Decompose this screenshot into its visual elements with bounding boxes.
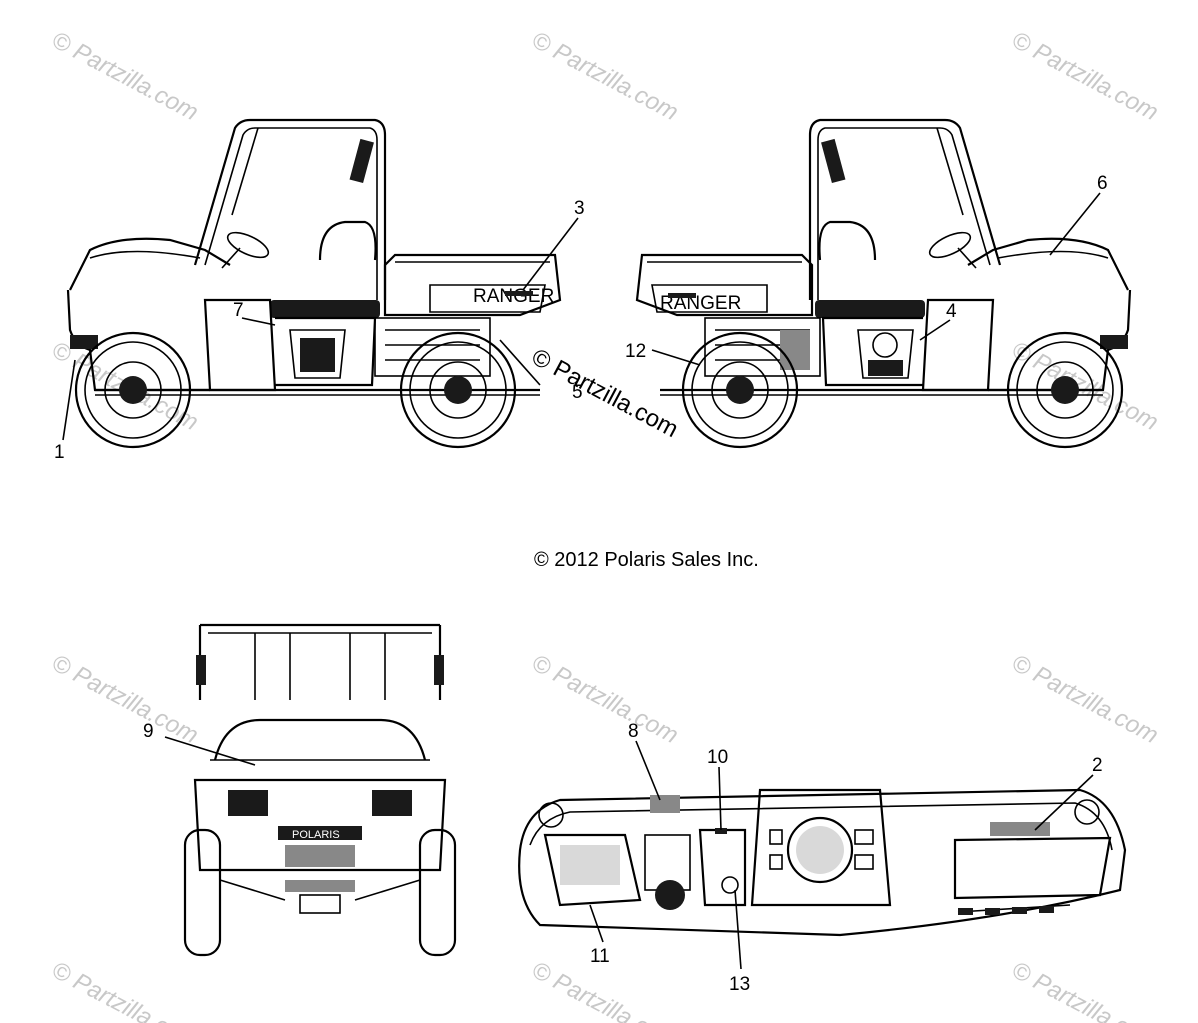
watermark: © Partzilla.com [47,956,202,1023]
callout-3: 3 [574,198,585,219]
watermark: © Partzilla.com [1007,336,1162,436]
watermark: © Partzilla.com [1007,26,1162,126]
watermark: © Partzilla.com [527,26,682,126]
vehicle-left-side-view: RANGER [66,118,562,449]
callout-11: 11 [590,946,610,967]
leader-lines [62,192,1101,970]
copyright-notice: © 2012 Polaris Sales Inc. [534,549,759,571]
callout-5: 5 [572,382,583,403]
callout-numbers: 1 2 3 4 5 6 7 8 9 10 11 12 13 [54,173,1108,995]
callout-4: 4 [946,301,957,322]
watermark: © Partzilla.com [47,649,202,749]
shock-spring [349,138,374,184]
callout-1: 1 [54,442,65,463]
callout-12: 12 [625,341,646,362]
dashboard-view [518,788,1127,937]
watermark: © Partzilla.com [1007,649,1162,749]
callout-13: 13 [729,974,750,995]
watermark: © Partzilla.com [1007,956,1162,1023]
watermark: © Partzilla.com [527,343,682,443]
ranger-decal-text: RANGER [660,293,741,314]
callout-10: 10 [707,747,728,768]
vehicle-right-side-view: RANGER [635,118,1132,449]
watermark: © Partzilla.com [47,26,202,126]
ranger-decal-text: RANGER [473,286,554,307]
watermark: © Partzilla.com [527,649,682,749]
callout-6: 6 [1097,173,1108,194]
callout-8: 8 [628,721,639,742]
polaris-decal-text: POLARIS [292,829,340,841]
callout-7: 7 [233,300,244,321]
vehicle-front-view: POLARIS [183,623,457,957]
callout-9: 9 [143,721,154,742]
callout-2: 2 [1092,755,1103,776]
